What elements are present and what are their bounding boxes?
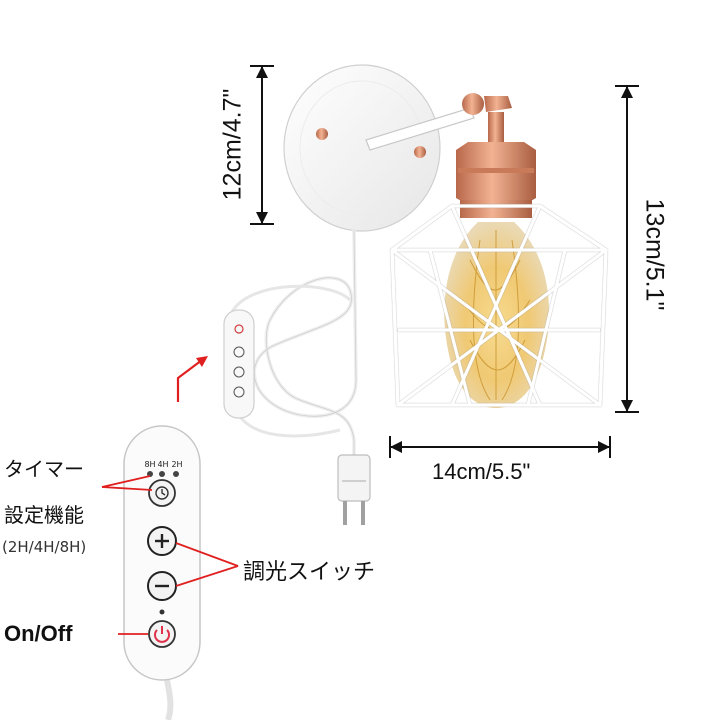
power-plug: [337, 454, 371, 502]
timer-callout-title: タイマー: [4, 457, 84, 481]
led-2h: [173, 471, 179, 477]
timer-callout-options: (2H/4H/8H): [2, 538, 87, 556]
power-cable: [252, 229, 358, 455]
wall-plate: [283, 64, 441, 232]
dimmer-callout: 調光スイッチ: [243, 560, 376, 585]
shade-height-label: 13cm/5.1": [640, 198, 669, 311]
socket: [456, 142, 536, 206]
lamp-arm: [365, 107, 475, 151]
screw-right: [414, 146, 426, 158]
wire-cage: [390, 204, 608, 407]
zoom-arrow: [176, 359, 203, 402]
wall-lamp: [223, 64, 608, 525]
mount-height-label: 12cm/4.7": [218, 88, 247, 201]
power-callout: On/Off: [4, 621, 73, 646]
inline-controller-small: [223, 309, 255, 419]
led-label-4h: 4H: [157, 460, 168, 469]
arm-joint: [462, 93, 484, 115]
power-icon: [154, 626, 170, 643]
shade-width-label: 14cm/5.5": [432, 459, 531, 484]
remote-controller: [123, 425, 201, 720]
timer-callout-subtitle: 設定機能: [4, 503, 84, 527]
led-label-8h: 8H: [144, 460, 155, 469]
led-label-2h: 2H: [171, 460, 182, 469]
callout-lines: [101, 475, 239, 635]
screw-left: [316, 128, 328, 140]
clock-icon: [155, 486, 169, 500]
led-4h: [159, 471, 165, 477]
plus-icon: [155, 534, 169, 548]
